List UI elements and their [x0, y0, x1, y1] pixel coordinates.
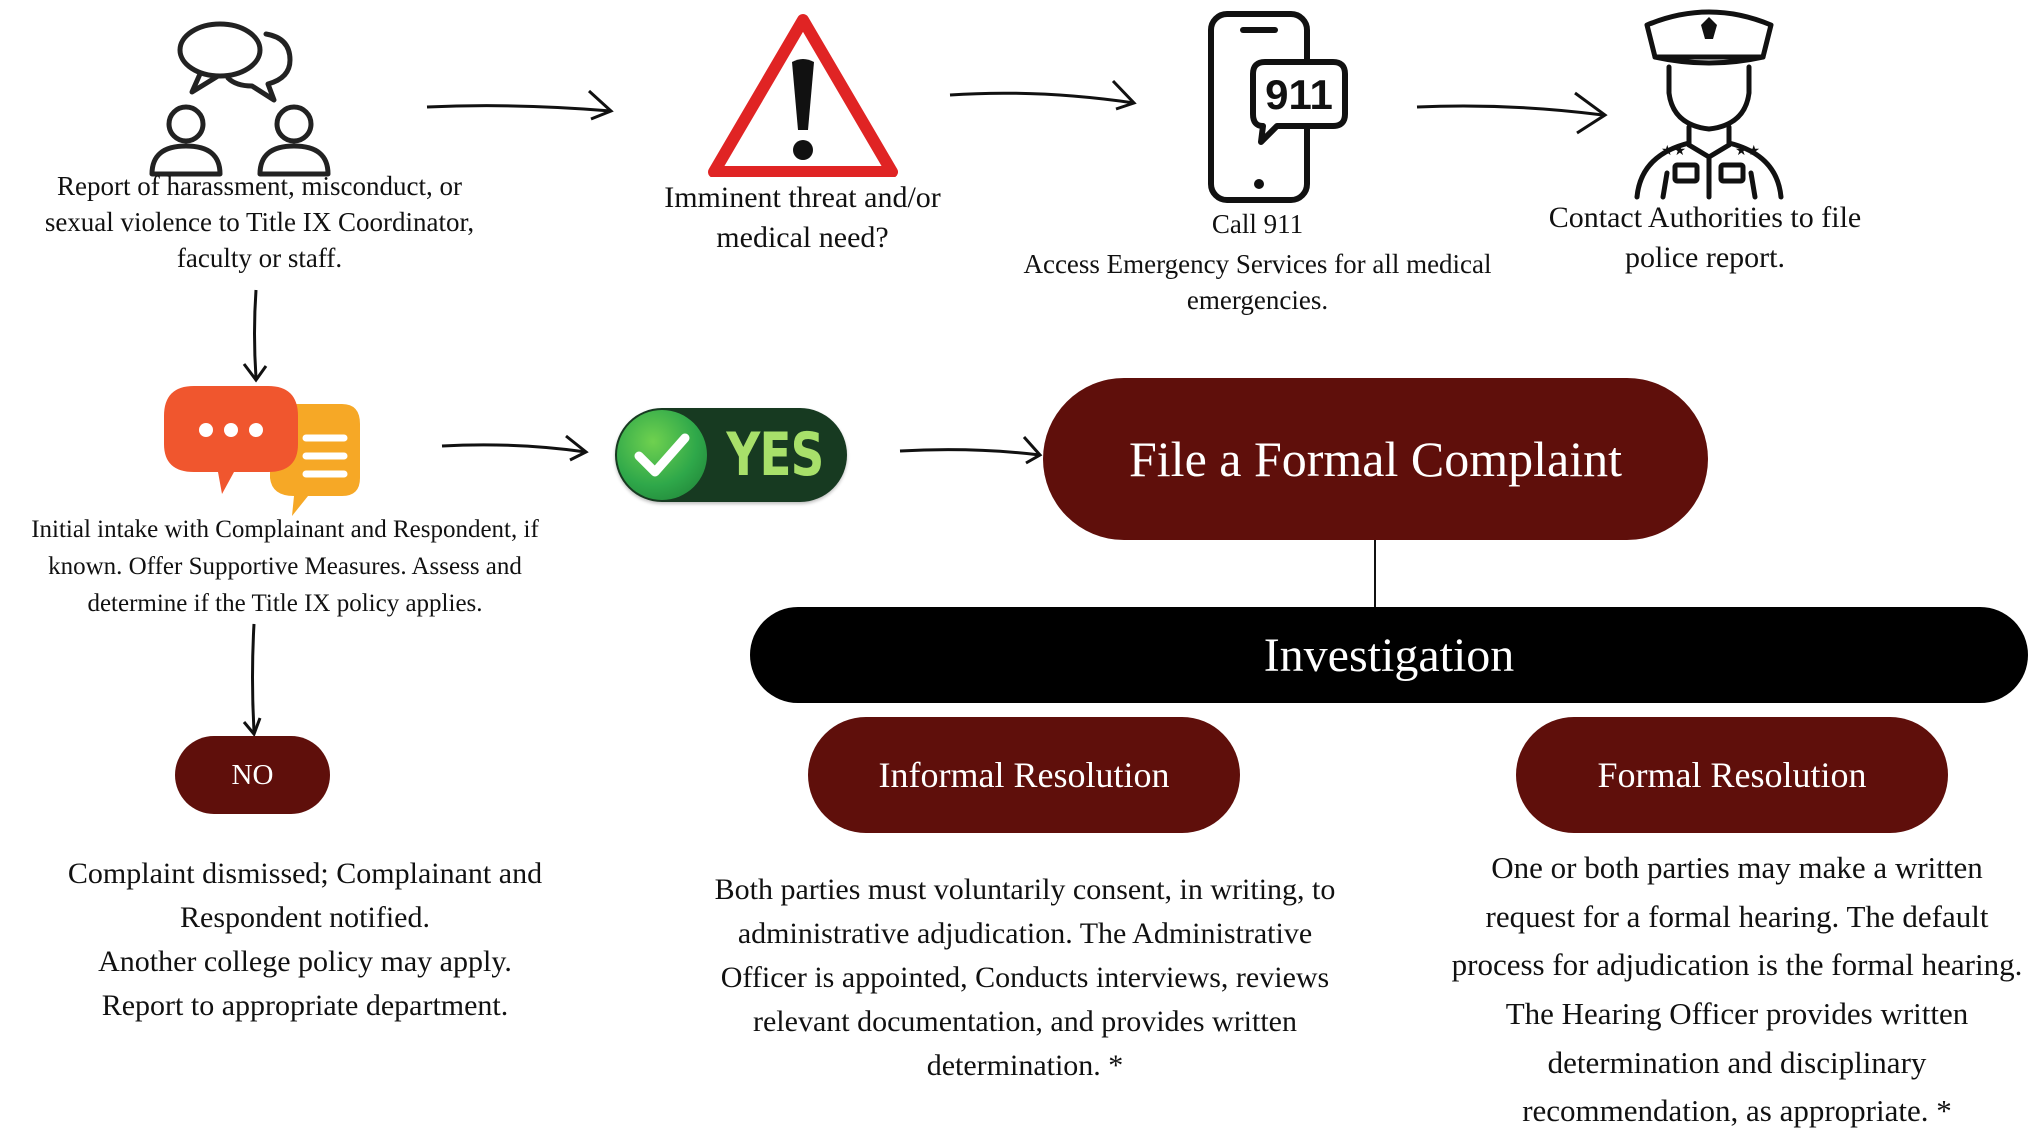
connector-complaint-to-investigation	[1374, 540, 1376, 612]
arrow-intake-to-yes	[441, 434, 589, 462]
svg-text:★★: ★★	[1735, 144, 1760, 159]
formal-resolution-text: One or both parties may make a written r…	[1451, 850, 2023, 1129]
call911-title: Call 911	[1211, 209, 1304, 239]
checkmark-icon	[634, 433, 690, 477]
formal-complaint-pill: File a Formal Complaint	[1043, 378, 1708, 540]
arrow-threat-to-911	[949, 79, 1137, 111]
arrow-yes-to-complaint	[899, 436, 1043, 465]
authorities-text: Contact Authorities to file police repor…	[1548, 201, 1862, 275]
phone-911-icon	[1208, 11, 1348, 203]
dismissed-line: Complaint dismissed; Complainant and	[67, 857, 543, 890]
arrow-911-to-authorities	[1416, 91, 1608, 135]
call911-text: Access Emergency Services for all medica…	[1023, 249, 1492, 316]
yes-badge: YES	[615, 408, 847, 502]
dismissed-text: Complaint dismissed; Complainant and Res…	[30, 852, 580, 1028]
discussion-people-icon	[149, 21, 331, 177]
dismissed-line: Respondent notified.	[180, 901, 430, 935]
investigation-bar: Investigation	[750, 607, 2028, 703]
svg-text:★★: ★★	[1661, 144, 1686, 159]
police-officer-icon: ★★ ★★	[1634, 9, 1784, 200]
arrow-intake-to-no	[242, 623, 262, 737]
arrow-report-to-intake	[242, 289, 268, 383]
yes-label: YES	[726, 420, 824, 490]
phone-911-badge: 911	[1265, 71, 1333, 118]
checkmark-circle	[617, 410, 707, 500]
informal-resolution-text: Both parties must voluntarily consent, i…	[714, 873, 1336, 1083]
formal-resolution-pill: Formal Resolution	[1516, 717, 1948, 833]
informal-resolution-pill: Informal Resolution	[808, 717, 1240, 833]
dismissed-line: Report to appropriate department.	[101, 989, 509, 1023]
dismissed-line: Another college policy may apply.	[98, 945, 512, 979]
intake-text: Initial intake with Complainant and Resp…	[31, 516, 539, 617]
threat-text: Imminent threat and/or medical need?	[664, 181, 941, 255]
report-text: Report of harassment, misconduct, or sex…	[44, 171, 475, 274]
no-pill: NO	[175, 736, 330, 814]
chat-bubbles-icon	[164, 386, 360, 516]
warning-triangle-icon	[708, 14, 898, 177]
arrow-report-to-threat	[426, 89, 614, 121]
